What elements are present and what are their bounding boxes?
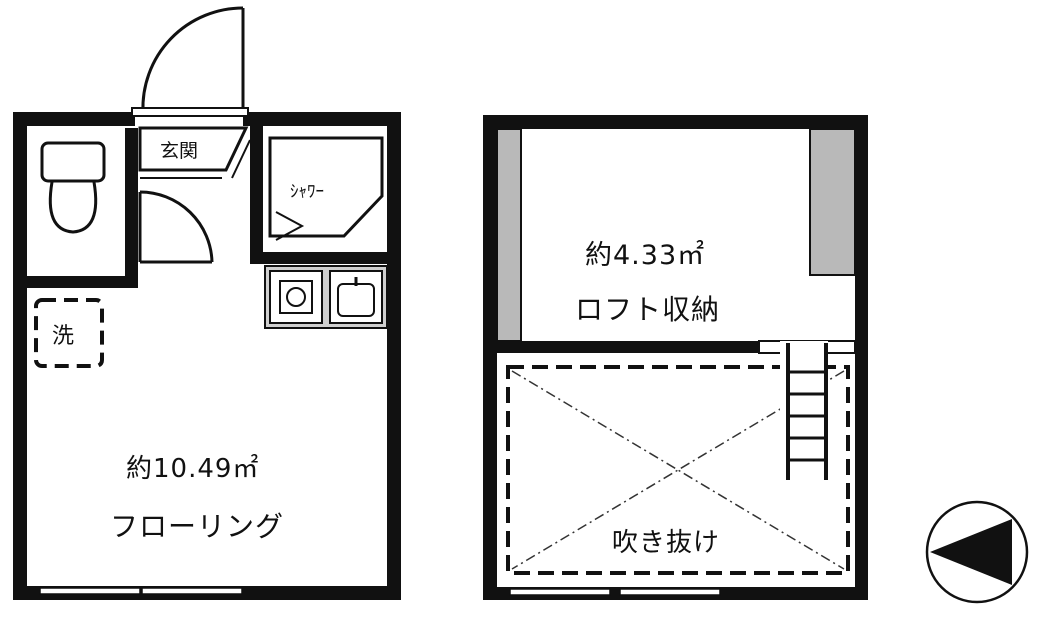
outer-walls [13, 112, 401, 600]
loft-window-marks [509, 588, 721, 596]
toilet-room-walls [13, 128, 138, 288]
window-marks [39, 587, 243, 595]
washer-label: 洗 [52, 324, 75, 349]
washer-space [34, 298, 104, 368]
toilet-door [138, 190, 214, 264]
loft-area-label: 約4.33㎡ [585, 240, 706, 271]
compass-icon [925, 500, 1029, 604]
loft-edge [497, 341, 759, 353]
first-floor-unit [13, 6, 401, 600]
room-area-label: 約10.49㎡ [126, 454, 260, 484]
void-label: 吹き抜け [612, 528, 721, 558]
ladder-icon [780, 341, 828, 482]
loft-type-label: ロフト収納 [575, 293, 721, 326]
kitchen-counter [264, 265, 388, 329]
shower-label: ｼｬﾜｰ [290, 182, 324, 202]
entrance-area [138, 126, 251, 179]
toilet-icon [40, 141, 106, 234]
void-outline [506, 365, 850, 575]
entrance-sill [131, 107, 249, 117]
entrance-door [141, 6, 245, 113]
shower-room [250, 126, 390, 264]
loft-unit [483, 115, 868, 600]
entrance-label: 玄関 [160, 140, 199, 162]
room-type-label: フローリング [110, 510, 285, 543]
loft-gray-walls [496, 128, 856, 342]
